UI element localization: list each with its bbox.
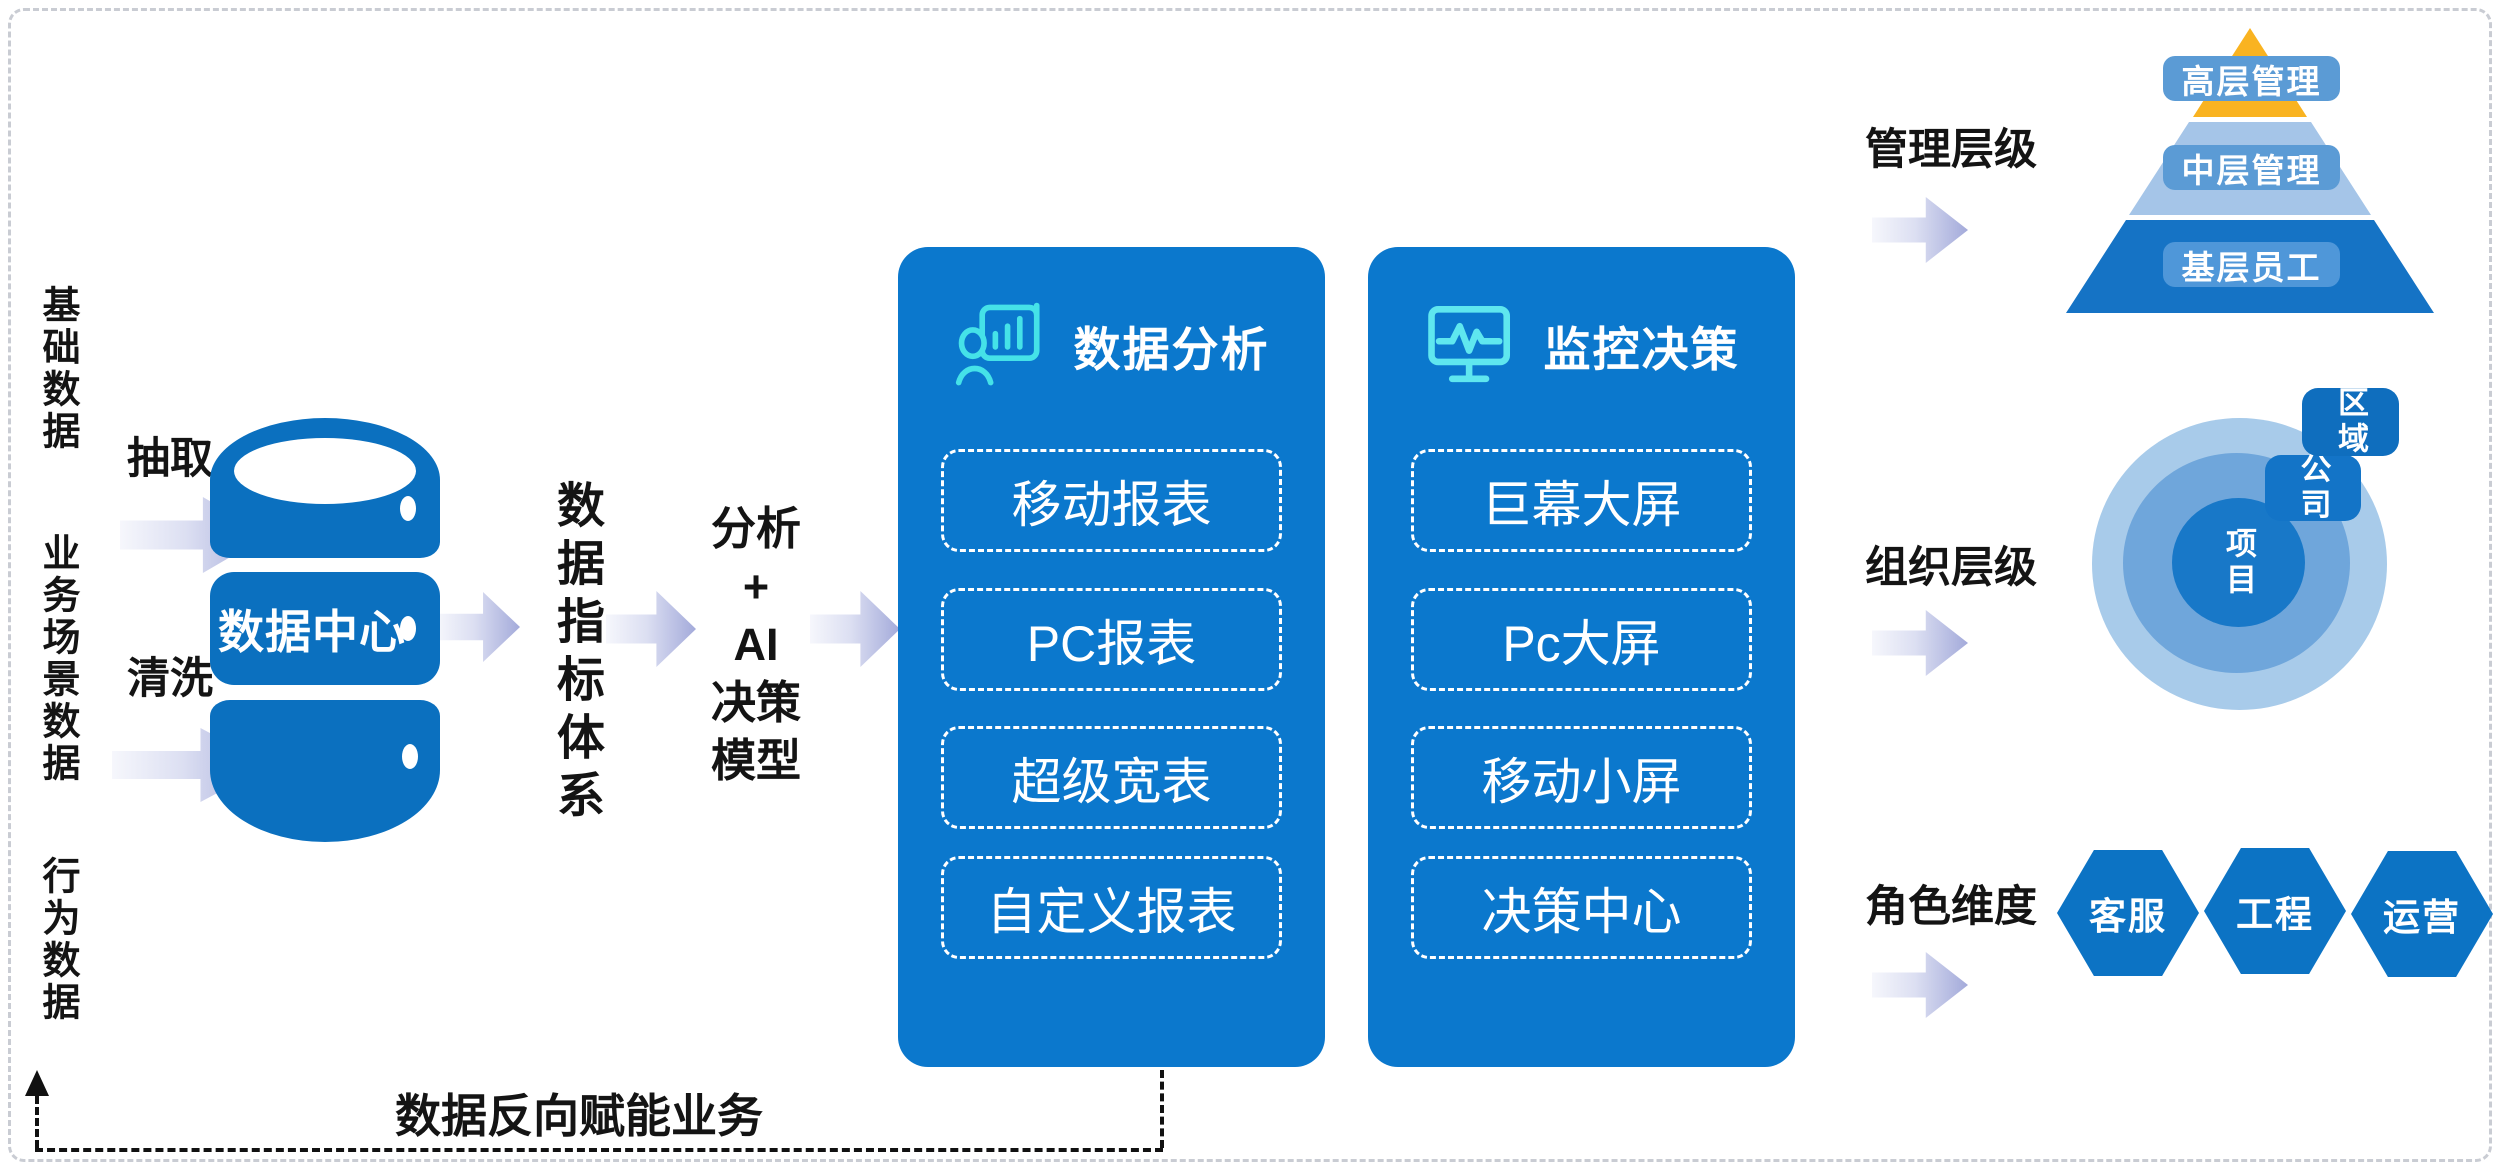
panel-title: 监控决策 [1543,322,1740,376]
cylinder-led-dot [400,496,416,521]
panel-item: 决策中心 [1411,856,1752,959]
badge-label: 区域 [2333,386,2368,458]
monitoring-decision-panel: 监控决策 巨幕大屏 Pc大屏 移动小屏 决策中心 [1368,247,1795,1067]
badge-label: 公司 [2295,452,2331,524]
management-pyramid: 高层管理 中层管理 基层员工 [2066,28,2434,313]
cylinder-top-segment [210,418,440,558]
role-hexagon-operations: 运营 [2351,851,2493,977]
feedback-line-up [35,1096,39,1148]
presenter-bar-chart-icon [955,302,1040,386]
feedback-line-from-panel [1160,1070,1164,1148]
model-line: AI [733,619,779,670]
section-arrow [1872,197,1968,263]
model-line: 决策 [710,677,801,728]
panel-header: 监控决策 [1368,299,1795,391]
organization-rings: 项目 公司 区域 [2092,386,2399,710]
source-label-business-scene-data: 业务场景数据 [36,533,78,785]
panel-item: 巨幕大屏 [1411,449,1752,552]
panel-item: 移动报表 [941,449,1282,552]
ring-label-project: 项目 [2221,526,2256,599]
cylinder-led-dot [402,744,418,769]
org-badge-company: 公司 [2265,452,2361,524]
section-arrow [1872,952,1968,1018]
model-line: 模型 [710,735,801,786]
feedback-label: 数据反向赋能业务 [395,1090,763,1142]
section-arrow [1872,610,1968,676]
pyramid-level-label: 高层管理 [2163,56,2340,101]
indicator-system-label: 数据指标体系 [549,480,602,828]
section-label-org-levels: 组织层级 [1865,544,2037,592]
model-line: 分析 [710,503,801,554]
extract-label: 抽取 [127,435,213,483]
cylinder-bottom-segment [210,700,440,842]
section-label-role-dimension: 角色维度 [1865,883,2037,931]
flow-arrow-to-indicator [436,592,520,662]
pyramid-level-label: 基层员工 [2163,242,2340,287]
datacenter-label: 数据中心 [218,605,406,658]
pyramid-level-label: 中层管理 [2163,145,2340,190]
source-label-basic-data: 基础数据 [36,285,78,453]
monitor-pulse-icon [1427,305,1510,383]
panel-item: 自定义报表 [941,856,1282,959]
flow-arrow-to-panels [810,591,900,667]
analysis-model-label: 分析 + AI 决策 模型 [690,500,822,790]
panel-title: 数据分析 [1073,322,1270,376]
cylinder-middle-segment: 数据中心 [210,572,440,685]
database-cylinder: 数据中心 [210,418,440,842]
flow-arrow-to-model [606,591,696,667]
cylinder-opening [234,438,416,504]
org-badge-region: 区域 [2302,386,2399,458]
panel-item: 移动小屏 [1411,726,1752,829]
panel-item: 超级宽表 [941,726,1282,829]
feedback-line-bottom [35,1148,1163,1152]
feedback-up-arrowhead [25,1070,49,1096]
clean-label: 清洗 [127,655,213,703]
panel-header: 数据分析 [898,299,1325,391]
panel-item: Pc大屏 [1411,588,1752,691]
section-label-management-levels: 管理层级 [1865,126,2037,174]
panel-item: PC报表 [941,588,1282,691]
data-analysis-panel: 数据分析 移动报表 PC报表 超级宽表 自定义报表 [898,247,1325,1067]
cylinder-led-dot [400,616,416,641]
source-label-behavior-data: 行为数据 [36,856,78,1024]
role-hexagon-engineering: 工程 [2204,848,2346,974]
role-hexagon-service: 客服 [2057,850,2199,976]
model-line: + [742,561,770,612]
